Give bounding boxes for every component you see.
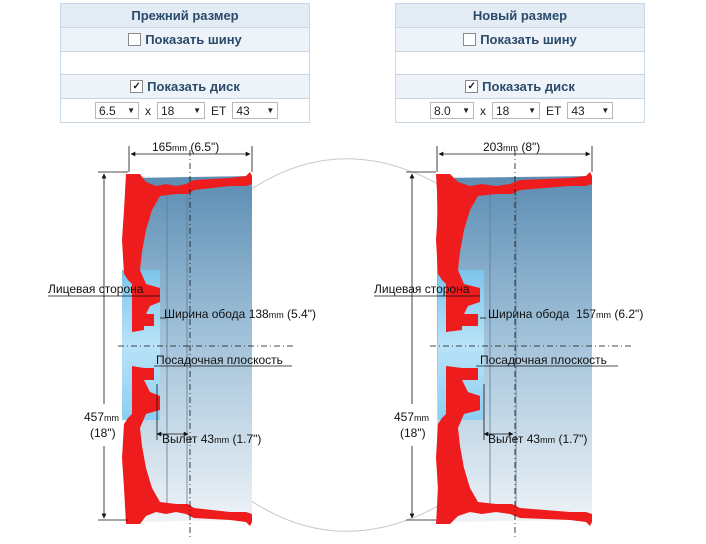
new-diameter-select[interactable]: 18 ▼ (492, 102, 540, 119)
tire-outline-arc (249, 158, 441, 191)
left-wheel-hub-flange (134, 314, 154, 326)
new-show-tire-label: Показать шину (480, 32, 577, 47)
old-size-panel: Прежний размер Показать шину ✓ Показать … (60, 3, 310, 123)
new-x-label: x (480, 103, 486, 118)
new-et-select[interactable]: 43 ▼ (567, 102, 614, 119)
old-et-select[interactable]: 43 ▼ (232, 102, 279, 119)
new-width-select[interactable]: 8.0 ▼ (430, 102, 474, 119)
right-overall-width-label: 203mm (8") (483, 140, 540, 154)
old-wheel-size-row: 6.5 ▼ x 18 ▼ ET 43 ▼ (61, 99, 309, 122)
chevron-down-icon: ▼ (266, 106, 275, 115)
right-wheel-rim (436, 172, 592, 332)
chevron-down-icon: ▼ (127, 106, 135, 115)
old-show-tire-checkbox[interactable] (128, 33, 142, 46)
chevron-down-icon: ▼ (601, 106, 610, 115)
left-wheel-rim (122, 366, 252, 526)
old-width-value: 6.5 (99, 103, 116, 118)
old-width-select[interactable]: 6.5 ▼ (95, 102, 139, 119)
left-diameter-label: 457mm (84, 410, 119, 424)
right-rim-width-label: Ширина обода 157mm (6.2") (488, 307, 643, 321)
right-wheel-barrel (437, 176, 592, 522)
right-diameter-label: 457mm (394, 410, 429, 424)
new-show-wheel-option[interactable]: ✓ Показать диск (396, 75, 644, 99)
new-show-tire-checkbox[interactable] (463, 33, 477, 46)
right-wheel-hub-flange (454, 368, 478, 380)
right-offset-label: Вылет 43mm (1.7") (488, 432, 587, 446)
chevron-down-icon: ▼ (193, 106, 201, 115)
old-diameter-value: 18 (161, 103, 175, 118)
left-face-label: Лицевая сторона (48, 282, 144, 296)
right-wheel-hub-flange (454, 314, 478, 326)
right-diameter-inch-label: (18") (400, 426, 426, 440)
tire-outline-arc (249, 499, 441, 532)
old-show-wheel-option[interactable]: ✓ Показать диск (61, 75, 309, 99)
new-show-tire-option[interactable]: Показать шину (396, 28, 644, 52)
left-overall-width-label: 165mm (6.5") (152, 140, 219, 154)
new-size-panel: Новый размер Показать шину ✓ Показать ди… (395, 3, 645, 123)
chevron-down-icon: ▼ (528, 106, 536, 115)
new-et-value: 43 (571, 103, 585, 118)
new-width-value: 8.0 (434, 103, 451, 118)
left-rim-width-label: Ширина обода 138mm (5.4") (164, 307, 316, 321)
left-diameter-inch-label: (18") (90, 426, 116, 440)
new-show-wheel-checkbox[interactable]: ✓ (465, 80, 479, 93)
right-mount-plane-label: Посадочная плоскость (480, 353, 607, 367)
old-diameter-select[interactable]: 18 ▼ (157, 102, 205, 119)
old-size-title: Прежний размер (61, 4, 309, 28)
new-wheel-size-row: 8.0 ▼ x 18 ▼ ET 43 ▼ (396, 99, 644, 122)
new-et-label: ET (546, 103, 562, 118)
old-et-label: ET (211, 103, 227, 118)
old-show-tire-label: Показать шину (145, 32, 242, 47)
old-show-wheel-checkbox[interactable]: ✓ (130, 80, 144, 93)
right-wheel-rim (436, 366, 592, 526)
right-wheel-diagram (374, 146, 632, 540)
old-show-tire-option[interactable]: Показать шину (61, 28, 309, 52)
left-wheel-hub-flange (134, 368, 154, 380)
old-tire-spacer (61, 52, 309, 75)
old-x-label: x (145, 103, 151, 118)
old-et-value: 43 (236, 103, 250, 118)
right-face-label: Лицевая сторона (374, 282, 470, 296)
chevron-down-icon: ▼ (462, 106, 470, 115)
new-size-title: Новый размер (396, 4, 644, 28)
new-tire-spacer (396, 52, 644, 75)
new-show-wheel-label: Показать диск (482, 79, 575, 94)
left-offset-label: Вылет 43mm (1.7") (162, 432, 261, 446)
old-show-wheel-label: Показать диск (147, 79, 240, 94)
left-wheel-rim (122, 172, 252, 332)
left-wheel-diagram (48, 146, 296, 540)
left-mount-plane-label: Посадочная плоскость (156, 353, 283, 367)
new-diameter-value: 18 (496, 103, 510, 118)
